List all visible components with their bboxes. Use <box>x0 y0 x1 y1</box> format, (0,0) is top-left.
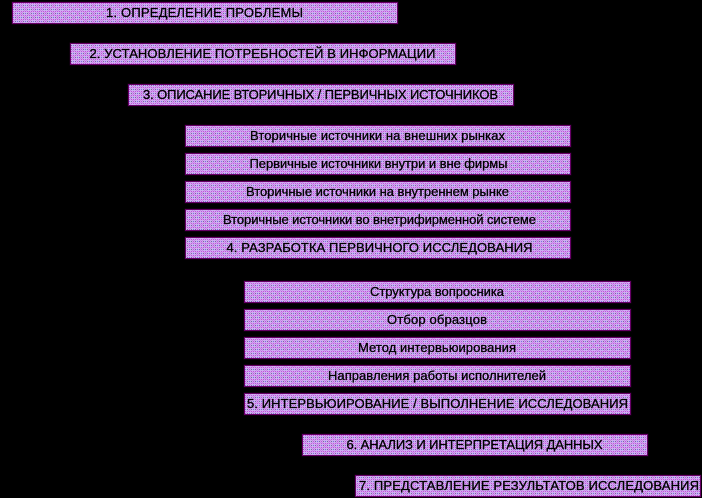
svg-text:Вторичные источники на внешних: Вторичные источники на внешних рынках <box>250 128 506 143</box>
svg-text:Структура вопросника: Структура вопросника <box>370 284 505 299</box>
svg-text:Вторичные источники во внетриф: Вторичные источники во внетрифирменной с… <box>223 212 536 227</box>
svg-text:Направления работы исполнителе: Направления работы исполнителей <box>328 368 546 383</box>
svg-text:Метод интервьюирования: Метод интервьюирования <box>358 340 516 355</box>
svg-text:2. УСТАНОВЛЕНИЕ ПОТРЕБНОСТЕЙ В: 2. УСТАНОВЛЕНИЕ ПОТРЕБНОСТЕЙ В ИНФОРМАЦИ… <box>90 46 436 61</box>
svg-text:3. ОПИСАНИЕ ВТОРИЧНЫХ / ПЕРВИЧ: 3. ОПИСАНИЕ ВТОРИЧНЫХ / ПЕРВИЧНЫХ ИСТОЧН… <box>143 87 498 102</box>
svg-text:Отбор образцов: Отбор образцов <box>387 312 487 327</box>
svg-text:1. ОПРЕДЕЛЕНИЕ ПРОБЛЕМЫ: 1. ОПРЕДЕЛЕНИЕ ПРОБЛЕМЫ <box>106 5 303 20</box>
svg-text:7. ПРЕДСТАВЛЕНИЕ РЕЗУЛЬТАТОВ И: 7. ПРЕДСТАВЛЕНИЕ РЕЗУЛЬТАТОВ ИССЛЕДОВАНИ… <box>359 478 699 493</box>
svg-text:Вторичные источники на внутрен: Вторичные источники на внутреннем рынке <box>246 184 509 199</box>
svg-text:5. ИНТЕРВЬЮИРОВАНИЕ / ВЫПОЛНЕН: 5. ИНТЕРВЬЮИРОВАНИЕ / ВЫПОЛНЕНИЕ ИССЛЕДО… <box>247 396 628 411</box>
svg-text:6. АНАЛИЗ И ИНТЕРПРЕТАЦИЯ ДАНН: 6. АНАЛИЗ И ИНТЕРПРЕТАЦИЯ ДАННЫХ <box>347 437 603 452</box>
svg-text:Первичные источники внутри и в: Первичные источники внутри и вне фирмы <box>250 156 508 171</box>
svg-text:4. РАЗРАБОТКА ПЕРВИЧНОГО ИССЛЕ: 4. РАЗРАБОТКА ПЕРВИЧНОГО ИССЛЕДОВАНИЯ <box>227 240 533 255</box>
